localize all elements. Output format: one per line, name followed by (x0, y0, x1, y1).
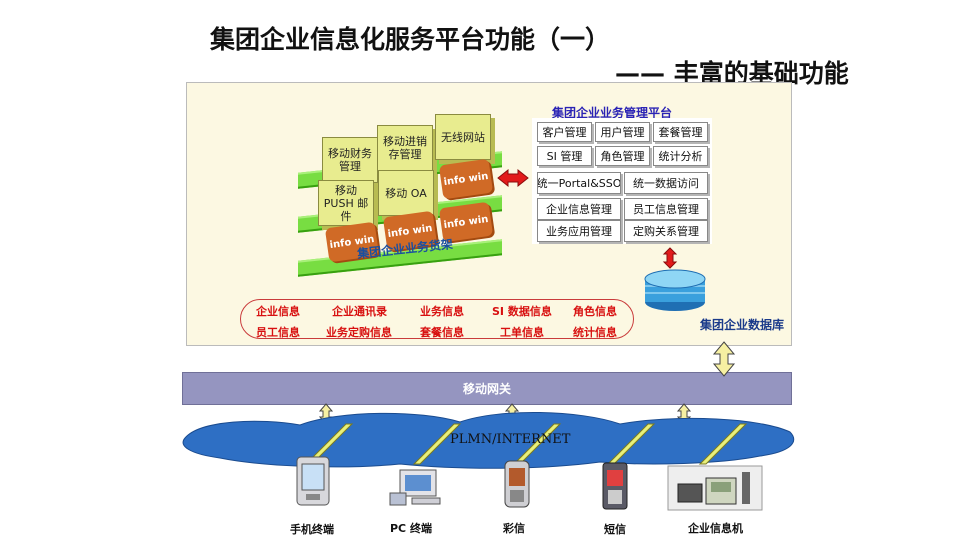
device-label-pc: PC 终端 (390, 522, 432, 535)
info-business: 业务信息 (420, 305, 464, 318)
device-label-mms: 彩信 (503, 522, 525, 535)
cell-staff-info-mgmt[interactable]: 员工信息管理 (624, 198, 708, 220)
cell-user-mgmt[interactable]: 用户管理 (595, 122, 650, 142)
info-enterprise: 企业信息 (256, 305, 300, 318)
vertical-arrow-icon (662, 247, 678, 269)
info-subscription: 业务定购信息 (326, 326, 392, 339)
database-icon (644, 269, 706, 311)
platform-title: 集团企业业务管理平台 (552, 106, 673, 120)
cell-statistics[interactable]: 统计分析 (653, 146, 708, 166)
page-title: 集团企业信息化服务平台功能（一） (210, 25, 611, 54)
info-package: 套餐信息 (420, 326, 464, 339)
network-cloud-icon (182, 411, 795, 469)
sms-phone-icon (602, 462, 628, 510)
bidirectional-arrow-icon (497, 168, 529, 188)
info-statistics: 统计信息 (573, 326, 617, 339)
pc-terminal-icon (389, 469, 441, 506)
cell-customer-mgmt[interactable]: 客户管理 (537, 122, 592, 142)
cell-package-mgmt[interactable]: 套餐管理 (653, 122, 708, 142)
cell-app-mgmt[interactable]: 业务应用管理 (537, 220, 621, 242)
cell-portal-sso[interactable]: 统一Portal&SSO (537, 172, 621, 194)
info-role: 角色信息 (573, 305, 617, 318)
device-label-mobile: 手机终端 (290, 523, 334, 536)
device-label-sms: 短信 (604, 523, 626, 536)
mms-phone-icon (504, 460, 530, 508)
mobile-gateway-bar: 移动网关 (182, 372, 792, 405)
data-categories-ellipse (240, 299, 634, 339)
module-push-mail[interactable]: 移动 PUSH 邮件 (318, 180, 374, 226)
cell-data-access[interactable]: 统一数据访问 (624, 172, 708, 194)
enterprise-info-machine-icon (667, 465, 763, 511)
wireless-link-icons (304, 423, 748, 465)
info-directory: 企业通讯录 (332, 305, 387, 318)
device-label-enterprise-machine: 企业信息机 (688, 522, 743, 535)
cell-subscription-mgmt[interactable]: 定购关系管理 (624, 220, 708, 242)
info-workorder: 工单信息 (500, 326, 544, 339)
module-mobile-oa[interactable]: 移动 OA (378, 170, 434, 216)
network-label: PLMN/INTERNET (450, 432, 571, 447)
cell-role-mgmt[interactable]: 角色管理 (595, 146, 650, 166)
db-gateway-arrow-icon (712, 341, 736, 377)
cell-enterprise-info-mgmt[interactable]: 企业信息管理 (537, 198, 621, 220)
module-wireless-site[interactable]: 无线网站 (435, 114, 491, 160)
cell-si-mgmt[interactable]: SI 管理 (537, 146, 592, 166)
pda-phone-icon (296, 456, 330, 506)
database-label: 集团企业数据库 (700, 318, 785, 332)
info-si-data: SI 数据信息 (492, 305, 552, 318)
info-staff: 员工信息 (256, 326, 300, 339)
